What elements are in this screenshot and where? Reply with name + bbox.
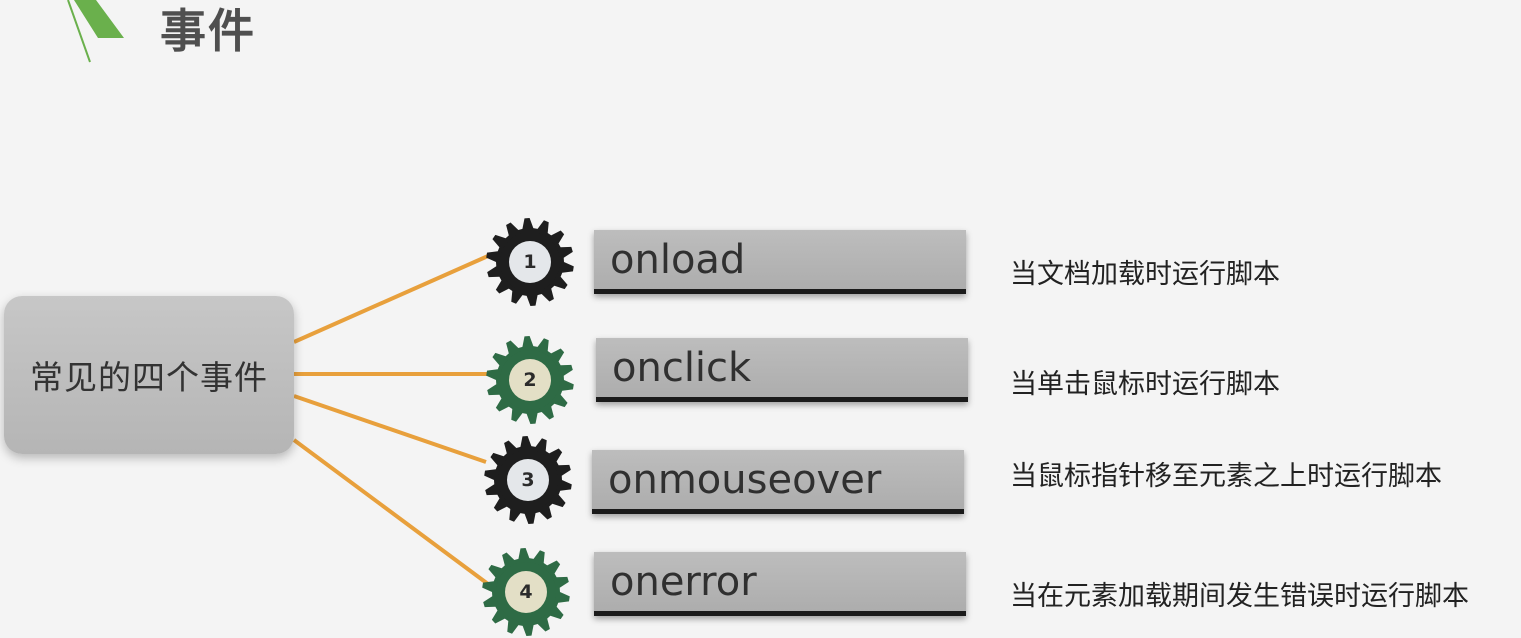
event-name-onclick: onclick [612,344,752,391]
event-box-onmouseover: onmouseover [592,450,964,514]
event-number-4: 4 [519,581,533,603]
event-name-onload: onload [610,236,746,283]
hub-node: 常见的四个事件 [4,296,294,454]
event-name-onmouseover: onmouseover [608,456,882,503]
event-box-onerror: onerror [594,552,966,616]
event-box-onload: onload [594,230,966,294]
event-number-2: 2 [523,369,537,391]
connector-line-4 [292,438,490,586]
event-description-onerror: 当在元素加载期间发生错误时运行脚本 [1010,581,1469,612]
logo-icon [67,0,124,63]
event-description-onclick: 当单击鼠标时运行脚本 [1010,369,1280,400]
event-description-onmouseover: 当鼠标指针移至元素之上时运行脚本 [1010,461,1442,492]
connector-line-3 [293,394,487,464]
event-name-onerror: onerror [610,558,757,605]
hub-label: 常见的四个事件 [30,358,268,397]
page-title: 事件 [160,4,256,58]
gear-icon-2: 2 [484,334,576,426]
gear-icon-3: 3 [482,434,574,526]
event-number-3: 3 [521,469,535,491]
gear-icon-4: 4 [480,546,572,638]
event-box-onclick: onclick [596,338,968,402]
event-number-1: 1 [523,251,537,273]
gear-icon-1: 1 [484,216,576,308]
event-description-onload: 当文档加载时运行脚本 [1010,259,1280,290]
connector-line-1 [293,254,489,344]
